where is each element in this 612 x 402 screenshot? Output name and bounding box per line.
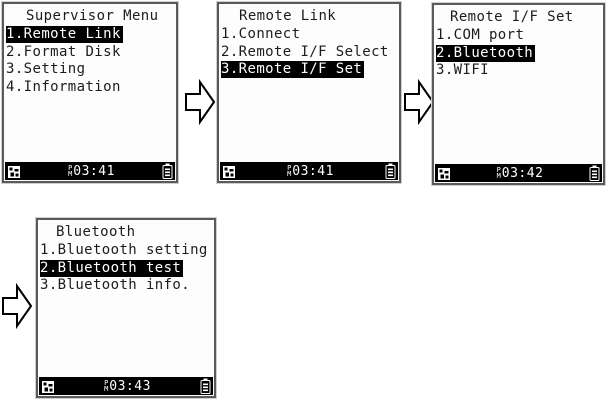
flow-arrow-icon: [185, 78, 216, 126]
input-mode-icon: [41, 379, 55, 394]
menu-item-label: 1.Remote Link: [6, 26, 123, 43]
screen-title: Bluetooth: [56, 224, 136, 240]
menu-item-label: 3.Remote I/F Set: [221, 61, 365, 78]
input-mode-icon: [437, 166, 451, 181]
time-value: 03:43: [109, 378, 151, 394]
device-screen-bluetooth: Bluetooth 1.Bluetooth setting 2.Bluetoot…: [36, 218, 216, 398]
time-value: 03:41: [292, 163, 334, 179]
menu-list: 1.COM port 2.Bluetooth 3.WIFI: [434, 27, 603, 80]
meridiem-bottom: M: [104, 385, 109, 393]
battery-icon: [200, 378, 211, 394]
menu-item-label: 2.Bluetooth: [436, 44, 536, 62]
menu-item-label: 1.COM port: [436, 27, 525, 43]
flow-arrow-icon: [404, 78, 435, 126]
menu-item-label: 3.Setting: [6, 61, 86, 77]
menu-item-label: 3.Bluetooth info.: [40, 277, 191, 293]
menu-item-com-port[interactable]: 1.COM port: [434, 27, 603, 45]
device-screen-remote-link: Remote Link 1.Connect 2.Remote I/F Selec…: [217, 2, 401, 183]
battery-icon: [589, 165, 600, 181]
screen-title: Supervisor Menu: [26, 8, 159, 24]
menu-item-bluetooth[interactable]: 2.Bluetooth: [434, 44, 603, 63]
menu-list: 1.Connect 2.Remote I/F Select 3.Remote I…: [219, 26, 399, 79]
flow-arrow-icon: [2, 282, 33, 330]
menu-item-label: 4.Information: [6, 78, 121, 95]
time-value: 03:42: [501, 165, 544, 181]
menu-item-bluetooth-setting[interactable]: 1.Bluetooth setting: [38, 242, 214, 260]
time-value: 03:41: [73, 163, 115, 179]
meridiem-bottom: M: [287, 170, 292, 178]
menu-item-format-disk[interactable]: 2.Format Disk: [4, 44, 176, 62]
screen-title: Remote I/F Set: [450, 9, 574, 25]
menu-item-label: 1.Connect: [221, 26, 301, 42]
menu-item-wifi[interactable]: 3.WIFI: [434, 62, 603, 80]
input-mode-icon: [7, 164, 21, 179]
device-screen-supervisor-menu: Supervisor Menu 1.Remote Link 2.Format D…: [2, 2, 178, 183]
menu-item-remote-if-set[interactable]: 3.Remote I/F Set: [219, 61, 399, 79]
menu-list: 1.Remote Link 2.Format Disk 3.Setting 4.…: [4, 26, 176, 96]
menu-item-bluetooth-info[interactable]: 3.Bluetooth info.: [38, 277, 214, 295]
menu-item-bluetooth-test[interactable]: 2.Bluetooth test: [38, 259, 214, 278]
meridiem-top: P: [287, 163, 292, 172]
menu-item-label: 2.Bluetooth test: [40, 259, 184, 277]
menu-item-label: 2.Format Disk: [6, 43, 121, 60]
screen-title: Remote Link: [239, 8, 337, 24]
menu-item-remote-if-select[interactable]: 2.Remote I/F Select: [219, 44, 399, 62]
menu-list: 1.Bluetooth setting 2.Bluetooth test 3.B…: [38, 242, 214, 295]
menu-item-connect[interactable]: 1.Connect: [219, 26, 399, 44]
battery-icon: [385, 163, 396, 179]
device-screen-remote-if-set: Remote I/F Set 1.COM port 2.Bluetooth 3.…: [432, 3, 605, 185]
battery-icon: [162, 163, 173, 179]
meridiem-top: P: [104, 378, 109, 387]
menu-item-remote-link[interactable]: 1.Remote Link: [4, 26, 176, 44]
meridiem-bottom: M: [68, 170, 73, 178]
meridiem-top: P: [68, 163, 73, 172]
menu-item-label: 2.Remote I/F Select: [221, 43, 389, 60]
meridiem-bottom: M: [496, 172, 501, 180]
menu-item-label: 1.Bluetooth setting: [40, 242, 208, 258]
input-mode-icon: [222, 164, 236, 179]
menu-item-label: 3.WIFI: [436, 62, 489, 78]
menu-item-setting[interactable]: 3.Setting: [4, 61, 176, 79]
meridiem-top: P: [496, 165, 501, 174]
menu-item-information[interactable]: 4.Information: [4, 79, 176, 97]
